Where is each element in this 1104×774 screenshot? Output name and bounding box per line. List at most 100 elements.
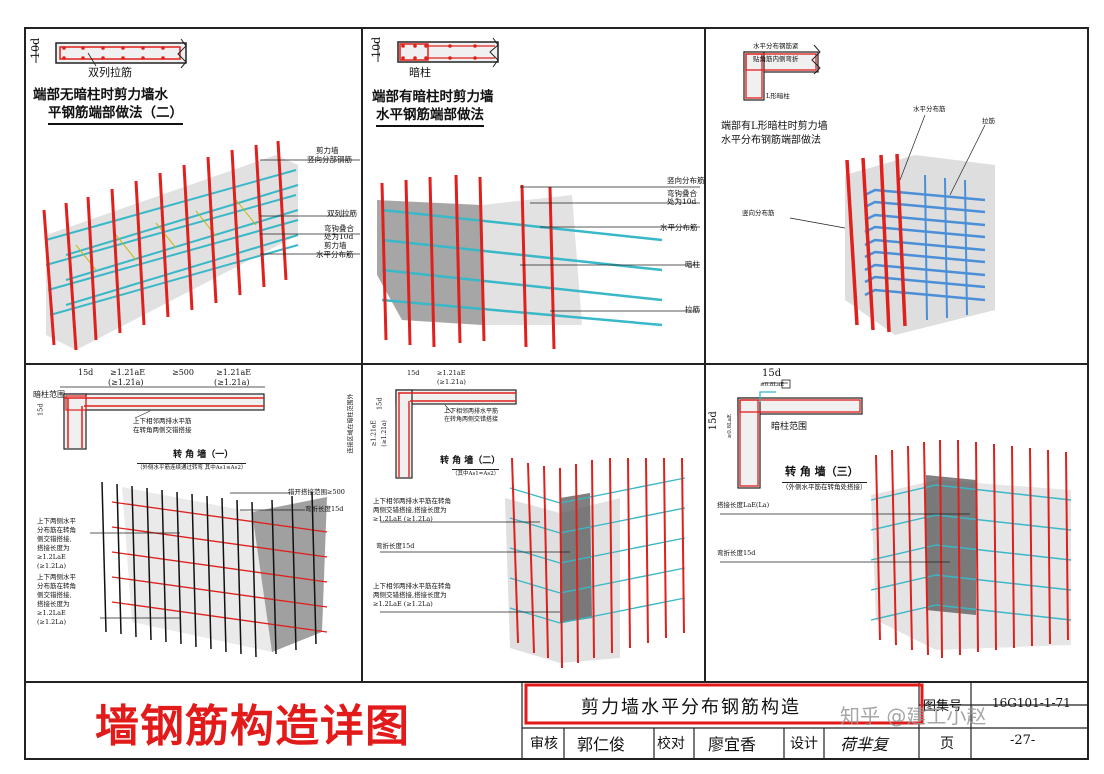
note-stagger: 上下相邻两排水平筋 (133, 417, 192, 425)
panel-title-line1: 端部有暗柱时剪力墙 (372, 89, 494, 105)
detail-subtitle: （其中As1=As2） (452, 469, 500, 477)
section-detail (60, 386, 265, 450)
left-note-b: 侧交错搭接, (37, 591, 72, 599)
detail-title: 转 角 墙（三） (785, 465, 859, 478)
grid-divider (704, 29, 706, 681)
label-lap-range: 错开搭接范围≥500 (288, 488, 345, 496)
label-hook-overlap: 弯钩叠合 (667, 189, 697, 198)
grid-divider (361, 29, 363, 681)
designer-name: 荷芈复 (840, 735, 889, 754)
panel-title-line2: 水平分布钢筋端部做法 (721, 135, 821, 146)
left-note-a: (≥1.2La) (37, 562, 67, 570)
label-lap-length: 搭接长度LaE(La) (717, 501, 770, 509)
grid-divider (26, 681, 1088, 683)
page-number: -27- (1010, 733, 1036, 748)
dim-lap: ≥1.21aE (110, 368, 146, 377)
side-note: 连接区域在暗柱范围外 (347, 393, 355, 454)
column-label: 暗柱 (409, 66, 431, 79)
reviewer-name: 郭仁俊 (577, 735, 626, 754)
grid-divider (26, 363, 1088, 365)
panel-title-line2: 平钢筋端部做法（二） (48, 105, 183, 125)
dim-side: 15d (375, 397, 384, 410)
label-tie: 拉筋 (685, 305, 700, 314)
label-tie: 拉筋 (982, 117, 995, 125)
column-range-label: 暗柱范围 (33, 390, 65, 399)
label-horizontal-rebar: 水平分布筋 (913, 105, 946, 113)
detail-subtitle: （外侧水平筋连续通过转弯 其中As1≤As2） (137, 463, 247, 471)
left-note-a: 搭接长度为 (37, 544, 70, 552)
check-label: 校对 (657, 736, 685, 752)
label-shear-wall-2: 剪力墙 (324, 241, 347, 250)
main-title: 墙钢筋构造详图 (95, 701, 410, 752)
dim-side: 15d (707, 411, 719, 431)
dim-side-lap: ≥0.8LaE (727, 414, 733, 439)
left-note-b: 分布筋在转角 (37, 582, 76, 590)
label-vertical-rebar: 竖向分部钢筋 (307, 155, 352, 164)
note-stagger: 在转角两侧交错搭接 (444, 416, 499, 423)
label-hook-overlap: 弯钩叠合 (324, 224, 354, 233)
detail-subtitle: （外侧水平筋在转角处搭接） (782, 482, 867, 491)
dim-label: 10d (29, 37, 43, 59)
label-shear-wall: 剪力墙 (316, 146, 339, 155)
detail-title: 转 角 墙（一） (173, 450, 234, 460)
left-note-a: 上下两侧水平 (37, 517, 76, 525)
detail-label: 贴角筋内侧弯折 (753, 55, 799, 63)
left-note-b: 上下两侧水平 (37, 573, 76, 581)
dim-15d: 15d (407, 369, 420, 377)
detail-label: L形暗柱 (766, 92, 790, 100)
review-label: 审核 (530, 736, 558, 752)
label-vertical-rebar: 竖向分布筋 (667, 176, 705, 185)
label-vertical-rebar: 竖向分布筋 (742, 209, 775, 217)
title-block-grid (521, 683, 1088, 760)
leader-lines (720, 513, 970, 563)
dim-side: 15d (36, 403, 45, 416)
dim-500: ≥500 (172, 368, 194, 377)
panel-title-line1: 端部有L形暗柱时剪力墙 (721, 121, 828, 132)
rebar-3d-view (870, 439, 1072, 659)
drawing-name: 剪力墙水平分布钢筋构造 (581, 697, 801, 718)
note-stagger: 上下相邻两排水平筋 (444, 408, 499, 415)
label-bend-length: 弯折长度15d (305, 505, 344, 513)
leader-lines (380, 521, 570, 613)
label-lap: 两侧交错搭接,搭接长度为 (373, 591, 447, 599)
leader-lines (520, 186, 700, 312)
dim-15d: 15d (762, 368, 782, 379)
label-10d: 处为10d (324, 232, 354, 241)
panel-title-line1: 端部无暗柱时剪力墙水 (33, 87, 168, 103)
rebar-3d-view (101, 481, 328, 658)
panel-title-line2: 水平钢筋端部做法 (376, 107, 484, 127)
leader-lines (789, 114, 986, 229)
label-10d: 处为10d (667, 197, 697, 206)
dim-lap: ≥1.21aE (216, 368, 252, 377)
section-detail (743, 44, 821, 101)
label-bend-length: 弯折长度15d (717, 549, 756, 557)
section-detail (35, 38, 187, 69)
dim-lap-alt: (≥1.21a) (108, 378, 144, 387)
left-note-b: (≥1.2La) (37, 618, 67, 626)
design-label: 设计 (790, 736, 818, 752)
left-note-a: 分布筋在转角 (37, 526, 76, 534)
tie-label: 双列拉筋 (88, 66, 132, 79)
label-lap: ≥1.2LaE (≥1.2La) (373, 515, 433, 523)
label-lap: 两侧交错搭接,搭接长度为 (373, 506, 447, 514)
column-range-label: 暗柱范围 (771, 422, 808, 432)
section-detail (737, 379, 863, 489)
dim-label: 10d (370, 36, 384, 58)
label-lap: ≥1.2LaE (≥1.2La) (373, 600, 433, 608)
dim-side: ≥1.21aE (370, 420, 378, 447)
dim-lap: ≥1.21aE (437, 369, 466, 377)
dim-15d: 15d (78, 368, 94, 377)
dim-lap-alt: (≥1.21a) (437, 378, 466, 386)
label-lap: 上下相邻两排水平筋在转角 (373, 497, 451, 505)
detail-title: 转 角 墙（二） (440, 456, 501, 466)
section-detail (395, 389, 517, 479)
detail-label: 水平分布钢筋紧 (753, 42, 799, 50)
atlas-number: 16G101-1-71 (992, 696, 1071, 710)
left-note-a: ≥1.2LaE (37, 553, 66, 561)
dim-side: (≥1.21a) (380, 420, 388, 447)
label-horizontal-rebar: 水平分布筋 (660, 223, 698, 232)
dim-lap-alt: (≥1.21a) (214, 378, 250, 387)
watermark: 知乎 @建工小赵 (840, 704, 987, 728)
page-label: 页 (940, 736, 954, 752)
label-bend-length: 弯折长度15d (376, 542, 415, 550)
